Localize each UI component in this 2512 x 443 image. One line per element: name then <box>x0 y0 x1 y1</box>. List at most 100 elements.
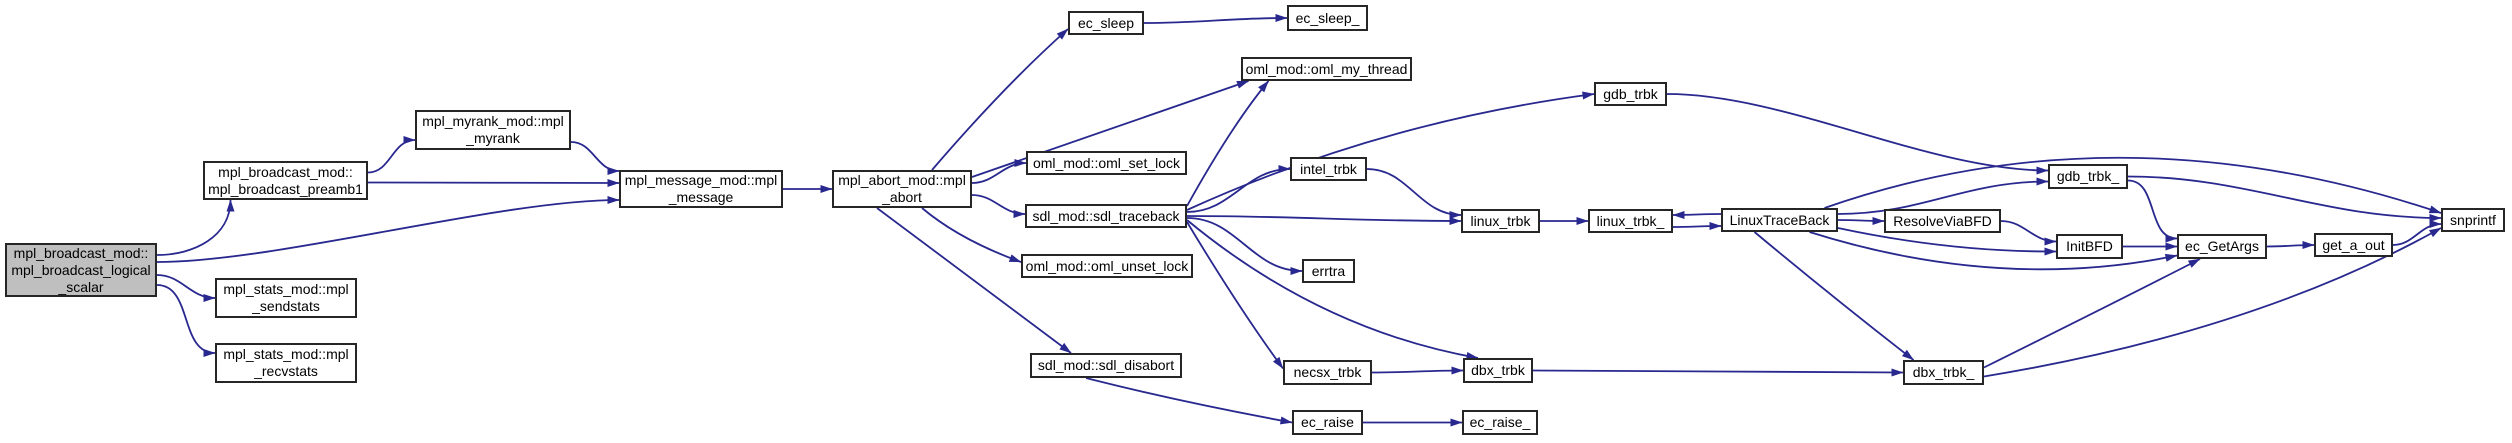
node-label-line: LinuxTraceBack <box>1729 211 1830 228</box>
node-abort[interactable]: mpl_abort_mod::mpl_abort <box>832 170 972 208</box>
node-label-line: mpl_stats_mod::mpl <box>223 346 349 362</box>
node-snprintf[interactable]: snprintf <box>2441 208 2505 232</box>
edge-LinuxTraceBack-snprintf <box>1824 156 2442 214</box>
node-message[interactable]: mpl_message_mod::mpl_message <box>619 170 783 208</box>
edge-LinuxTraceBack-ec_GetArgs <box>1809 231 2178 271</box>
edge-necsx_trbk-dbx_trbk <box>1371 366 1464 375</box>
node-InitBFD[interactable]: InitBFD <box>2056 234 2123 259</box>
node-label-line: _abort <box>882 189 922 205</box>
node-label-line: necsx_trbk <box>1293 364 1362 380</box>
edge-sdl_traceback-oml_my_thread <box>1186 80 1270 207</box>
edge-preamb1-message <box>367 178 620 187</box>
node-get_a_out[interactable]: get_a_out <box>2314 233 2393 257</box>
node-label-line: gdb_trbk_ <box>2056 168 2120 184</box>
edge-abort-sdl_traceback <box>971 194 1026 218</box>
node-intel_trbk[interactable]: intel_trbk <box>1290 157 1367 181</box>
node-label-line: ResolveViaBFD <box>1893 212 1992 229</box>
node-label-line: ec_sleep_ <box>1295 9 1360 26</box>
node-label-line: ec_raise_ <box>1469 414 1531 430</box>
node-label-line: sdl_mod::sdl_disabort <box>1037 357 1175 373</box>
node-ec_sleep[interactable]: ec_sleep <box>1068 11 1144 35</box>
node-ec_raise[interactable]: ec_raise <box>1292 410 1363 435</box>
node-label-line: ec_GetArgs <box>2185 238 2259 254</box>
edge-sdl_traceback-dbx_trbk <box>1186 219 1479 360</box>
node-label-line: mpl_message_mod::mpl <box>624 172 778 188</box>
node-gdb_trbk[interactable]: gdb_trbk <box>1594 82 1667 106</box>
node-label-line: dbx_trbk <box>1471 362 1525 378</box>
node-linux_trbk_[interactable]: linux_trbk_ <box>1588 209 1673 233</box>
node-necsx_trbk[interactable]: necsx_trbk <box>1283 360 1372 385</box>
edge-scalar-preamb1 <box>156 199 235 256</box>
node-label-line: _sendstats <box>252 298 320 314</box>
edge-LinuxTraceBack-ResolveViaBFD <box>1837 216 1885 225</box>
edge-sdl_traceback-necsx_trbk <box>1186 221 1284 370</box>
node-ec_GetArgs[interactable]: ec_GetArgs <box>2177 234 2267 259</box>
node-label-line: mpl_broadcast_mod:: <box>218 163 353 180</box>
edge-abort-oml_unset_lock <box>921 207 1022 263</box>
node-oml_unset_lock[interactable]: oml_mod::oml_unset_lock <box>1021 254 1193 278</box>
node-label-line: mpl_myrank_mod::mpl <box>422 113 564 129</box>
node-label-line: dbx_trbk_ <box>1912 364 1975 380</box>
node-label-line: sdl_mod::sdl_traceback <box>1032 207 1180 224</box>
node-sdl_disabort[interactable]: sdl_mod::sdl_disabort <box>1030 353 1182 378</box>
edge-sdl_traceback-errtra <box>1186 217 1303 275</box>
node-oml_set_lock[interactable]: oml_mod::oml_set_lock <box>1026 151 1187 175</box>
edge-scalar-recvstats <box>156 284 216 357</box>
node-sdl_traceback[interactable]: sdl_mod::sdl_traceback <box>1025 204 1187 228</box>
edge-sdl_traceback-gdb_trbk <box>1186 91 1595 211</box>
node-scalar[interactable]: mpl_broadcast_mod::mpl_broadcast_logical… <box>5 243 157 297</box>
node-label-line: ec_sleep <box>1077 14 1135 31</box>
node-dbx_trbk_[interactable]: dbx_trbk_ <box>1903 360 1984 385</box>
node-ResolveViaBFD[interactable]: ResolveViaBFD <box>1884 209 2001 233</box>
node-label-line: _myrank <box>466 130 520 146</box>
edge-abort-sdl_disabort <box>876 207 1072 354</box>
node-label-line: oml_mod::oml_unset_lock <box>1025 257 1189 274</box>
edge-dbx_trbk-dbx_trbk_ <box>1532 368 1904 377</box>
node-linux_trbk[interactable]: linux_trbk <box>1461 209 1540 233</box>
node-label-line: gdb_trbk <box>1603 85 1658 102</box>
node-LinuxTraceBack[interactable]: LinuxTraceBack <box>1721 208 1838 232</box>
node-label-line: ec_raise <box>1301 414 1354 430</box>
edge-myrank-message <box>570 141 620 175</box>
edge-sdl_traceback-linux_trbk <box>1186 215 1462 225</box>
node-label-line: _message <box>668 189 734 205</box>
node-ec_sleep_[interactable]: ec_sleep_ <box>1287 5 1368 31</box>
node-label-line: InitBFD <box>2066 238 2113 254</box>
node-oml_my_thread[interactable]: oml_mod::oml_my_thread <box>1241 57 1412 81</box>
node-label-line: mpl_broadcast_logical <box>11 261 151 278</box>
node-label-line: linux_trbk <box>1470 212 1531 229</box>
node-label-line: linux_trbk_ <box>1596 212 1665 229</box>
edge-sdl_traceback-intel_trbk <box>1186 165 1291 213</box>
edge-gdb_trbk_-snprintf <box>2127 175 2442 222</box>
node-label-line: mpl_stats_mod::mpl <box>223 281 349 297</box>
edge-linux_trbk_-LinuxTraceBack <box>1672 222 1722 231</box>
edge-abort-oml_my_thread <box>971 80 1249 178</box>
edge-scalar-sendstats <box>156 274 216 302</box>
node-recvstats[interactable]: mpl_stats_mod::mpl_recvstats <box>215 343 357 383</box>
edge-sdl_disabort-ec_raise <box>1085 377 1293 425</box>
edge-intel_trbk-linux_trbk <box>1366 168 1462 219</box>
edge-scalar-message <box>156 196 620 263</box>
node-dbx_trbk[interactable]: dbx_trbk <box>1463 358 1533 383</box>
edge-LinuxTraceBack-linux_trbk_ <box>1672 210 1722 219</box>
node-myrank[interactable]: mpl_myrank_mod::mpl_myrank <box>415 110 571 150</box>
edge-gdb_trbk_-ec_GetArgs <box>2127 179 2178 243</box>
node-label-line: snprintf <box>2450 211 2496 228</box>
edge-LinuxTraceBack-InitBFD <box>1837 227 2057 256</box>
node-errtra[interactable]: errtra <box>1302 259 1355 283</box>
node-gdb_trbk_[interactable]: gdb_trbk_ <box>2048 164 2128 189</box>
node-label-line: mpl_abort_mod::mpl <box>838 172 966 188</box>
node-label-line: get_a_out <box>2322 236 2385 253</box>
node-ec_raise_[interactable]: ec_raise_ <box>1462 410 1538 435</box>
edge-preamb1-myrank <box>367 136 416 174</box>
edge-ec_sleep-ec_sleep_ <box>1143 14 1288 24</box>
edge-ResolveViaBFD-InitBFD <box>2000 220 2057 246</box>
node-sendstats[interactable]: mpl_stats_mod::mpl_sendstats <box>215 278 357 318</box>
edge-gdb_trbk-gdb_trbk_ <box>1666 93 2049 175</box>
node-preamb1[interactable]: mpl_broadcast_mod::mpl_broadcast_preamb1 <box>203 161 368 200</box>
edge-LinuxTraceBack-gdb_trbk_ <box>1837 177 2049 215</box>
edge-get_a_out-snprintf <box>2392 220 2442 246</box>
node-label-line: intel_trbk <box>1300 160 1357 177</box>
